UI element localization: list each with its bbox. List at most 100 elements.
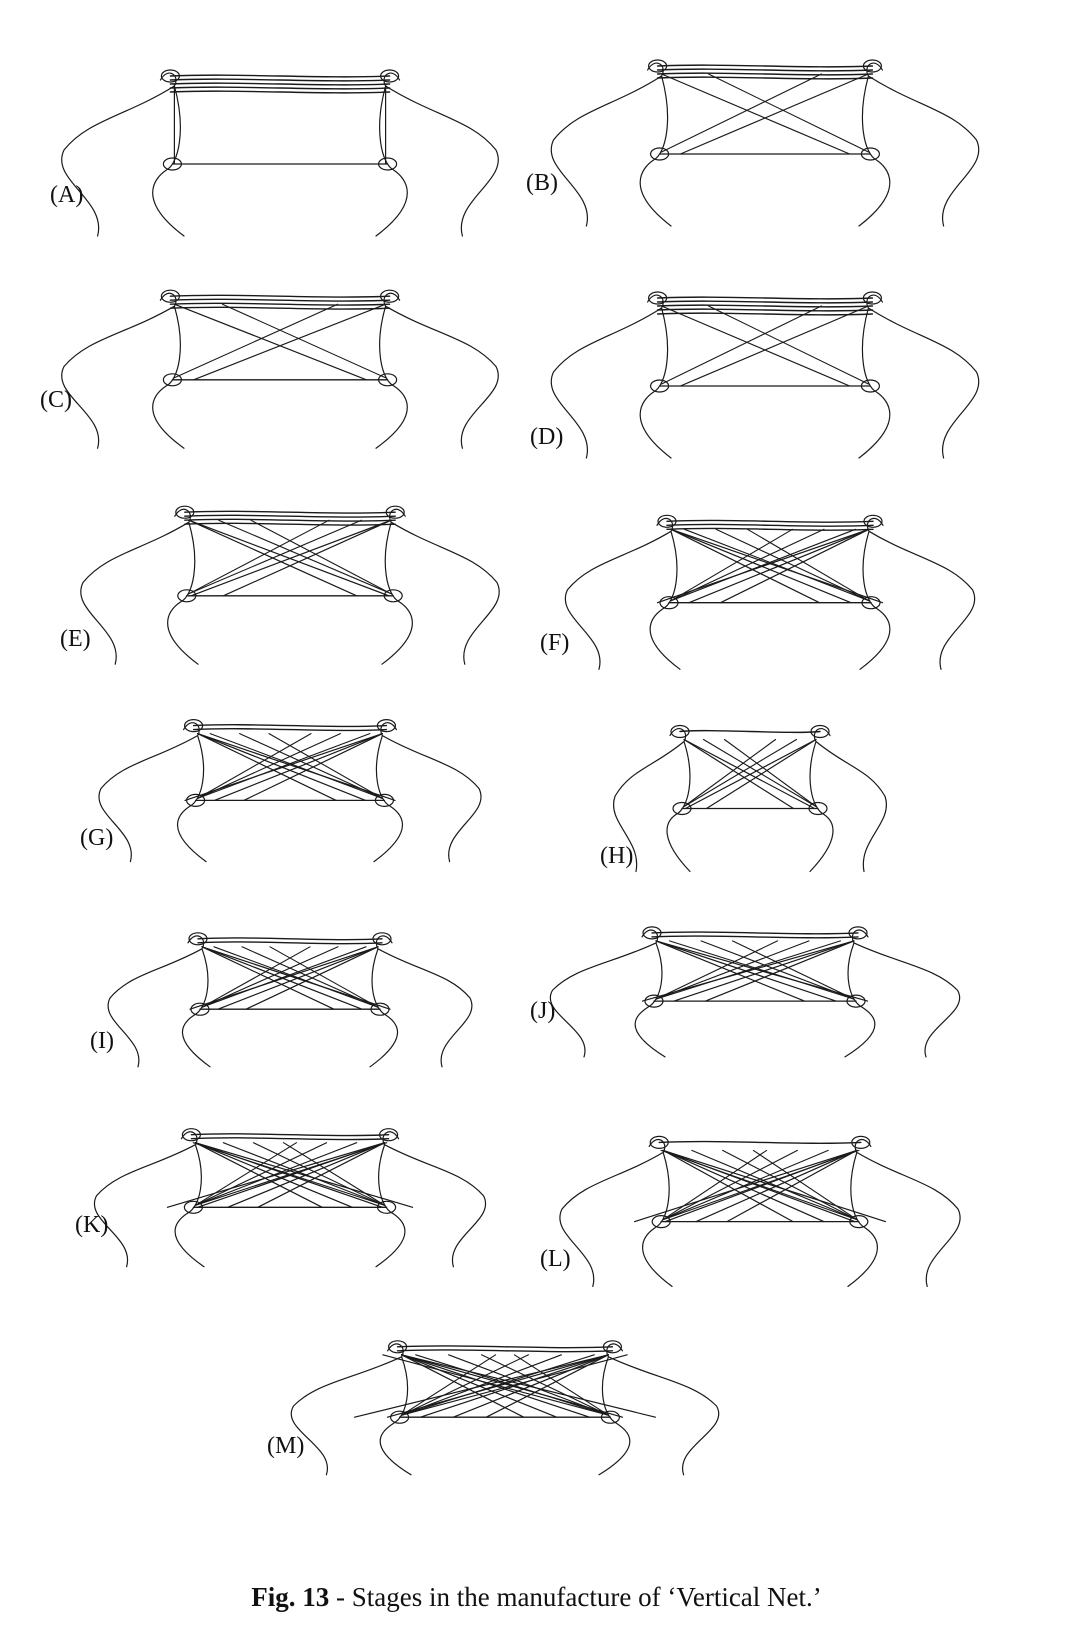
string-crossing [257, 1142, 386, 1208]
string-strand [658, 1140, 862, 1144]
string-crossing [661, 73, 851, 155]
string-crossing [691, 1149, 858, 1221]
string-strand [169, 90, 391, 94]
right-hand-icon [809, 728, 888, 873]
panel-k: (K) [75, 1105, 505, 1270]
string-crossing [268, 733, 383, 799]
string-crossing [661, 305, 851, 387]
string-strand [190, 1133, 390, 1137]
string-strand [656, 72, 874, 76]
left-hand-icon [550, 62, 672, 227]
panel-illustration [564, 514, 976, 670]
panel-g: (G) [80, 695, 500, 865]
panel-i: (I) [90, 910, 490, 1070]
string-crossing [655, 940, 810, 1000]
string-crossing [201, 946, 339, 1008]
string-crossing [670, 528, 857, 602]
string-crossing [683, 738, 777, 808]
string-crossing [218, 519, 392, 595]
string-crossing [401, 1354, 530, 1416]
string-crossing [655, 940, 869, 1002]
string-strand [169, 82, 391, 86]
string-crossing [401, 1354, 562, 1416]
left-hand-icon [290, 1343, 412, 1476]
string-crossing [401, 1354, 656, 1418]
string-crossing [188, 519, 390, 597]
string-crossing [673, 940, 855, 1002]
string-crossing [188, 519, 362, 595]
string-strand [169, 298, 391, 302]
left-hand-icon [80, 508, 199, 665]
string-crossing [655, 940, 779, 1000]
panel-j: (J) [530, 905, 980, 1060]
string-strand [184, 510, 396, 514]
string-crossing [480, 1354, 609, 1416]
string-crossing [683, 738, 798, 808]
string-crossing [662, 1149, 829, 1221]
string-crossing [221, 303, 387, 379]
string-crossing [683, 738, 816, 810]
string-strand [190, 1137, 390, 1141]
string-crossing [679, 305, 869, 387]
string-strand [184, 518, 396, 522]
panel-illustration [290, 1340, 720, 1476]
panel-f: (F) [540, 488, 995, 673]
string-crossing [752, 1149, 858, 1221]
string-crossing [188, 519, 330, 595]
left-hand-icon [98, 722, 207, 863]
panel-label-l: (L) [540, 1246, 571, 1272]
string-crossing [419, 1354, 609, 1418]
right-hand-icon [844, 929, 961, 1058]
panel-label-e: (E) [60, 626, 91, 652]
string-strand [192, 724, 388, 728]
string-crossing [683, 528, 870, 602]
figure-caption: Fig. 13 - Stages in the manufacture of ‘… [0, 1582, 1073, 1613]
panel-illustration [107, 932, 473, 1068]
left-hand-icon [559, 1138, 673, 1287]
string-crossing [708, 73, 869, 153]
string-crossing [655, 940, 842, 1000]
string-strand [666, 527, 874, 531]
left-hand-icon [549, 929, 666, 1058]
panel-label-h: (H) [600, 843, 634, 869]
string-crossing [166, 1142, 386, 1208]
right-hand-icon [373, 722, 482, 863]
string-crossing [726, 1149, 858, 1223]
string-crossing [173, 303, 339, 379]
string-strand [396, 1349, 614, 1353]
string-crossing [354, 1354, 609, 1418]
string-strand [656, 304, 874, 308]
panel-illustration [93, 1128, 487, 1268]
string-strand [192, 728, 388, 732]
string-strand [656, 64, 874, 68]
left-hand-icon [564, 517, 681, 670]
string-crossing [227, 1142, 386, 1208]
string-strand [656, 312, 874, 316]
caption-text: - Stages in the manufacture of ‘Vertical… [329, 1582, 822, 1612]
string-crossing [401, 1354, 497, 1416]
panel-illustration [61, 289, 499, 449]
string-crossing [382, 1354, 609, 1416]
panel-m: (M) [267, 1318, 740, 1478]
string-crossing [197, 733, 396, 801]
string-crossing [688, 528, 870, 604]
string-crossing [661, 73, 822, 153]
string-strand [169, 86, 391, 90]
string-crossing [662, 1149, 798, 1221]
string-crossing [695, 1149, 858, 1223]
panel-label-k: (K) [75, 1212, 109, 1238]
string-strand [656, 308, 874, 312]
string-crossing [217, 946, 379, 1010]
caption-figure-number: Fig. 13 [251, 1582, 330, 1612]
panel-h: (H) [600, 700, 900, 875]
string-crossing [684, 738, 817, 810]
panel-label-g: (G) [80, 825, 114, 851]
panel-illustration [80, 505, 500, 665]
panel-illustration [61, 69, 499, 237]
string-crossing [679, 73, 869, 155]
string-crossing [283, 1142, 386, 1206]
string-strand [197, 937, 383, 941]
string-strand [169, 78, 391, 82]
string-crossing [173, 303, 367, 381]
string-strand [197, 941, 383, 945]
